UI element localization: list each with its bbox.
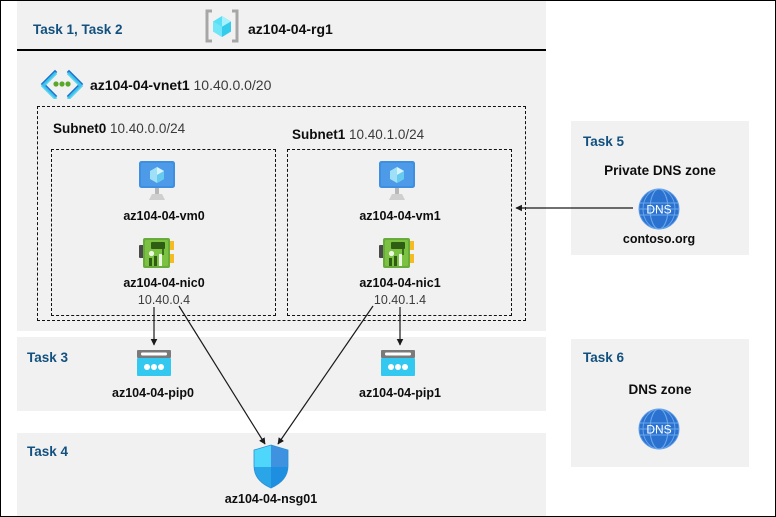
dns-zone-heading: DNS zone [628, 382, 692, 397]
subnet1-name: Subnet1 [292, 127, 346, 142]
network-interface-icon [137, 235, 177, 273]
nic0-label: az104-04-nic0 [123, 276, 205, 290]
resource-group-name: az104-04-rg1 [248, 21, 333, 37]
task-label-3: Task 3 [27, 350, 69, 365]
virtual-network-icon [39, 69, 85, 101]
vm0-label: az104-04-vm0 [123, 209, 205, 223]
vnet-panel [17, 49, 546, 331]
task-label-5: Task 5 [583, 134, 625, 149]
pip1-label: az104-04-pip1 [359, 386, 441, 400]
dns-zone-icon: DNS [636, 186, 682, 232]
dns-zone-icon: DNS [636, 406, 682, 452]
nic1-ip: 10.40.1.4 [373, 293, 427, 307]
private-dns-zone-heading: Private DNS zone [604, 163, 716, 178]
task-label-6: Task 6 [583, 350, 625, 365]
subnet0-box [51, 149, 276, 316]
network-interface-icon [377, 235, 417, 273]
public-ip-address-icon [134, 349, 174, 379]
subnet1-title: Subnet1 10.40.1.0/24 [292, 127, 424, 142]
task3-panel [17, 337, 546, 411]
virtual-machine-icon [133, 159, 181, 203]
subnet0-name: Subnet0 [53, 121, 107, 136]
task-label-1-2: Task 1, Task 2 [33, 22, 123, 37]
vnet-name-and-cidr: az104-04-vnet1 10.40.0.0/20 [90, 77, 271, 93]
private-dns-zone-name: contoso.org [622, 232, 696, 246]
network-security-group-icon [251, 444, 291, 490]
task5-panel [571, 121, 749, 255]
vnet-name: az104-04-vnet1 [90, 77, 190, 93]
vm1-label: az104-04-vm1 [359, 209, 441, 223]
virtual-machine-icon [373, 159, 421, 203]
svg-text:DNS: DNS [646, 203, 671, 217]
nic1-label: az104-04-nic1 [359, 276, 441, 290]
task-label-4: Task 4 [27, 444, 69, 459]
public-ip-address-icon [378, 349, 418, 379]
resource-group-icon [202, 8, 242, 44]
subnet0-cidr: 10.40.0.0/24 [110, 121, 186, 136]
svg-text:DNS: DNS [646, 423, 671, 437]
pip0-label: az104-04-pip0 [112, 386, 194, 400]
subnet0-title: Subnet0 10.40.0.0/24 [53, 121, 185, 136]
subnet1-cidr: 10.40.1.0/24 [349, 127, 425, 142]
nsg-label: az104-04-nsg01 [224, 492, 318, 506]
nic0-ip: 10.40.0.4 [137, 293, 191, 307]
resource-group-panel [17, 1, 546, 49]
vnet-address-space: 10.40.0.0/20 [193, 77, 272, 93]
